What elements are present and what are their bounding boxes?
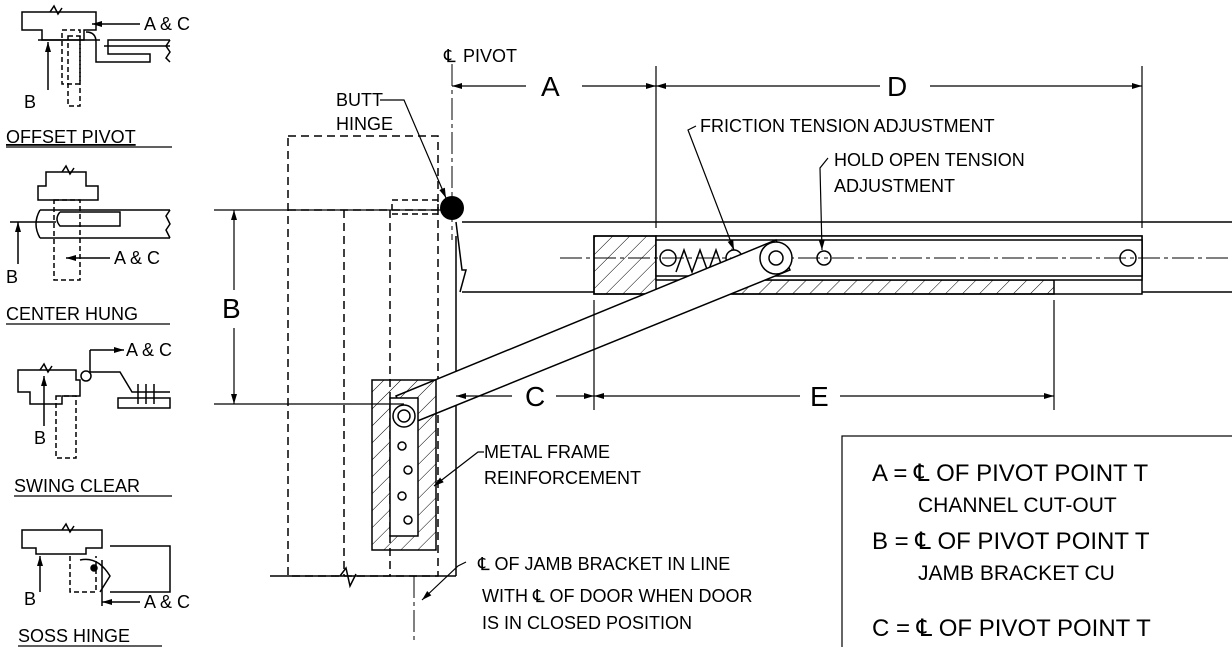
dimension-c-e xyxy=(456,300,1055,410)
holder-arm xyxy=(394,239,793,425)
dimension-d-label: D xyxy=(887,71,907,102)
jamb-note-2: WITH ℄ OF DOOR WHEN DOOR xyxy=(482,586,753,606)
dimension-a xyxy=(452,66,657,228)
jamb-bracket xyxy=(371,379,437,551)
soss-hinge-title: SOSS HINGE xyxy=(18,626,130,646)
inset-center-hung xyxy=(10,164,171,281)
dimension-c-label: C xyxy=(525,381,545,412)
jamb-leader xyxy=(421,561,467,601)
metal-frame-label-1: METAL FRAME xyxy=(484,442,610,462)
dimension-d xyxy=(656,66,1143,228)
inset-offset-pivot xyxy=(21,4,171,107)
offset-pivot-ac-label: A & C xyxy=(144,14,190,34)
friction-label: FRICTION TENSION ADJUSTMENT xyxy=(700,116,995,136)
butt-hinge-leader xyxy=(380,99,447,199)
hold-open-leader xyxy=(818,157,829,251)
center-hung-title: CENTER HUNG xyxy=(6,304,138,324)
center-hung-b-label: B xyxy=(6,267,18,287)
metal-frame-leader xyxy=(433,451,484,487)
pivot-centerline xyxy=(413,64,453,640)
swing-clear-b-label: B xyxy=(34,428,46,448)
butt-hinge-label-1: BUTT xyxy=(336,90,383,110)
centerline-symbol: ℄ xyxy=(443,46,456,66)
dimension-e-label: E xyxy=(810,381,829,412)
swing-clear-title: SWING CLEAR xyxy=(14,476,140,496)
inset-swing-clear xyxy=(17,347,171,459)
offset-pivot-title: OFFSET PIVOT xyxy=(6,127,136,147)
legend-box xyxy=(841,435,1232,647)
inset-soss-hinge xyxy=(21,522,171,606)
metal-frame-label-2: REINFORCEMENT xyxy=(484,468,641,488)
legend-a-line2: CHANNEL CUT-OUT xyxy=(918,494,1117,517)
hold-open-label-2: ADJUSTMENT xyxy=(834,176,955,196)
center-hung-ac-label: A & C xyxy=(114,248,160,268)
friction-leader xyxy=(687,125,735,251)
jamb-note-3: IS IN CLOSED POSITION xyxy=(482,613,692,633)
jamb-note-1: ℄ OF JAMB BRACKET IN LINE xyxy=(477,554,730,574)
butt-hinge-label-2: HINGE xyxy=(336,114,393,134)
swing-clear-ac-label: A & C xyxy=(126,340,172,360)
legend-a-line1: A = ℄ OF PIVOT POINT T xyxy=(872,460,1148,487)
dimension-b-label: B xyxy=(222,293,241,324)
soss-hinge-b-label: B xyxy=(24,589,36,609)
dimension-b xyxy=(214,209,452,405)
legend-b-line2: JAMB BRACKET CU xyxy=(918,562,1115,585)
pivot-label: PIVOT xyxy=(463,46,517,66)
dimension-a-label: A xyxy=(541,71,560,102)
hold-open-label-1: HOLD OPEN TENSION xyxy=(834,150,1025,170)
soss-hinge-ac-label: A & C xyxy=(144,592,190,612)
butt-hinge-marker xyxy=(440,196,464,220)
offset-pivot-b-label: B xyxy=(24,92,36,112)
legend-c-line1: C = ℄ OF PIVOT POINT T xyxy=(872,615,1151,642)
legend-b-line1: B = ℄ OF PIVOT POINT T xyxy=(872,528,1150,555)
